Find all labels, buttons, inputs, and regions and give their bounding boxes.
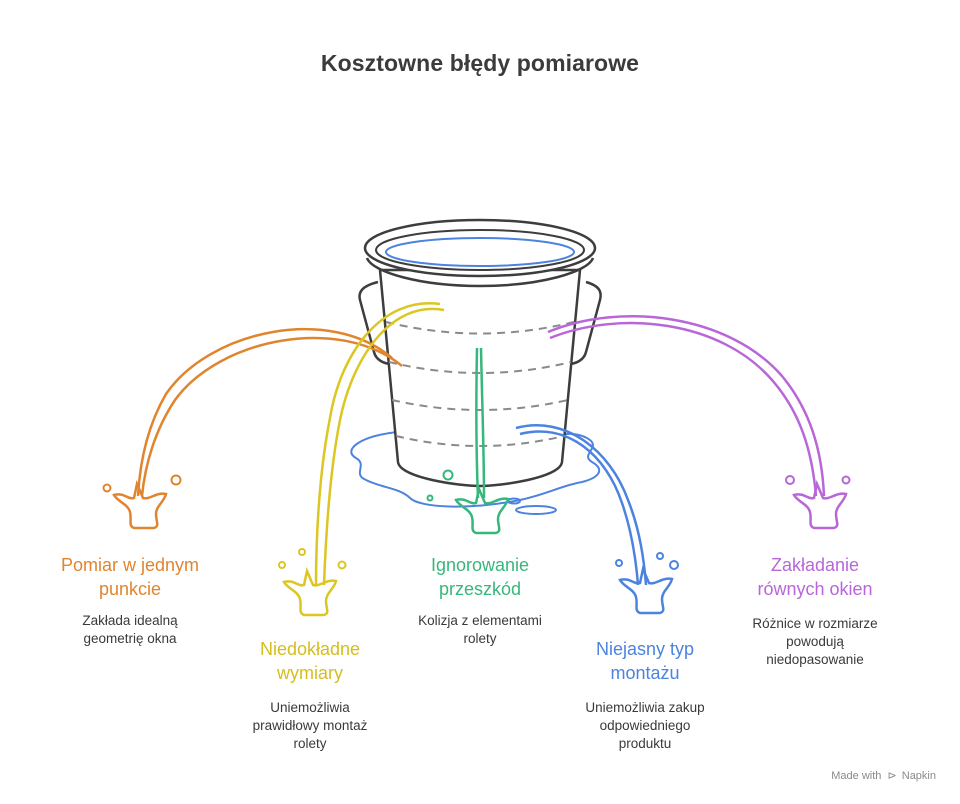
- orange-leak-stream: [136, 328, 393, 497]
- error-desc-single-point: Zakłada idealną geometrię okna: [82, 613, 178, 646]
- error-title-single-point: Pomiar w jednym punkcie: [60, 555, 200, 599]
- orange-leak-stream: [140, 336, 403, 497]
- error-desc-equal-windows: Różnice w rozmiarze powodują niedopasowa…: [752, 616, 878, 667]
- bucket-ring: [388, 361, 572, 374]
- bucket-rim-lower: [365, 257, 595, 288]
- diagram-title: Kosztowne błędy pomiarowe: [320, 50, 640, 76]
- water-puddle: [350, 431, 601, 508]
- bucket-rim-inner: [375, 229, 585, 271]
- footer-attribution: Made with ⊳ Napkin: [831, 769, 936, 782]
- error-title-equal-windows: Zakładanie równych okien: [757, 555, 873, 599]
- orange-splash: [112, 479, 168, 530]
- purple-droplet: [841, 475, 851, 485]
- error-title-ignoring-obstacles: Ignorowanie przeszkód: [430, 555, 530, 599]
- error-desc-inaccurate-dimensions: Uniemożliwia prawidłowy montaż rolety: [252, 700, 368, 751]
- blue-splash: [618, 564, 674, 615]
- error-desc-ignoring-obstacles: Kolizja z elementami rolety: [418, 613, 542, 646]
- orange-droplet: [170, 474, 182, 486]
- blue-droplet: [669, 560, 679, 570]
- blue-leak-stream: [515, 424, 648, 586]
- yellow-leak-stream: [314, 302, 441, 586]
- blue-droplet: [656, 552, 664, 560]
- purple-splash: [792, 479, 848, 530]
- yellow-droplet: [278, 561, 286, 569]
- green-leak-stream: [479, 347, 486, 499]
- error-desc-unclear-mounting: Uniemożliwia zakup odpowiedniego produkt…: [585, 700, 705, 751]
- blue-leak-stream: [519, 430, 640, 586]
- green-leak-stream: [475, 347, 480, 499]
- purple-leak-stream: [549, 321, 818, 497]
- error-title-inaccurate-dimensions: Niedokładne wymiary: [259, 639, 361, 683]
- green-droplet: [426, 494, 434, 502]
- error-title-unclear-mounting: Niejasny typ montażu: [595, 639, 695, 683]
- bucket-handle-left: [358, 280, 393, 366]
- yellow-splash: [282, 566, 338, 617]
- purple-droplet: [785, 475, 795, 485]
- bucket-body: [378, 268, 582, 488]
- bucket-water: [385, 237, 575, 267]
- bucket-ring: [391, 399, 569, 411]
- napkin-logo-icon: ⊳: [887, 770, 897, 782]
- yellow-droplet: [337, 560, 347, 570]
- yellow-leak-stream: [322, 307, 445, 586]
- orange-droplet: [102, 483, 112, 493]
- footer-brand: Napkin: [901, 770, 936, 782]
- green-splash: [454, 484, 510, 535]
- water-drop: [515, 505, 557, 515]
- footer-made-with: Made with: [831, 770, 882, 782]
- purple-leak-stream: [547, 315, 826, 497]
- green-droplet: [442, 469, 454, 481]
- yellow-droplet: [298, 548, 306, 556]
- blue-droplet: [615, 559, 623, 567]
- bucket-ring: [395, 435, 565, 447]
